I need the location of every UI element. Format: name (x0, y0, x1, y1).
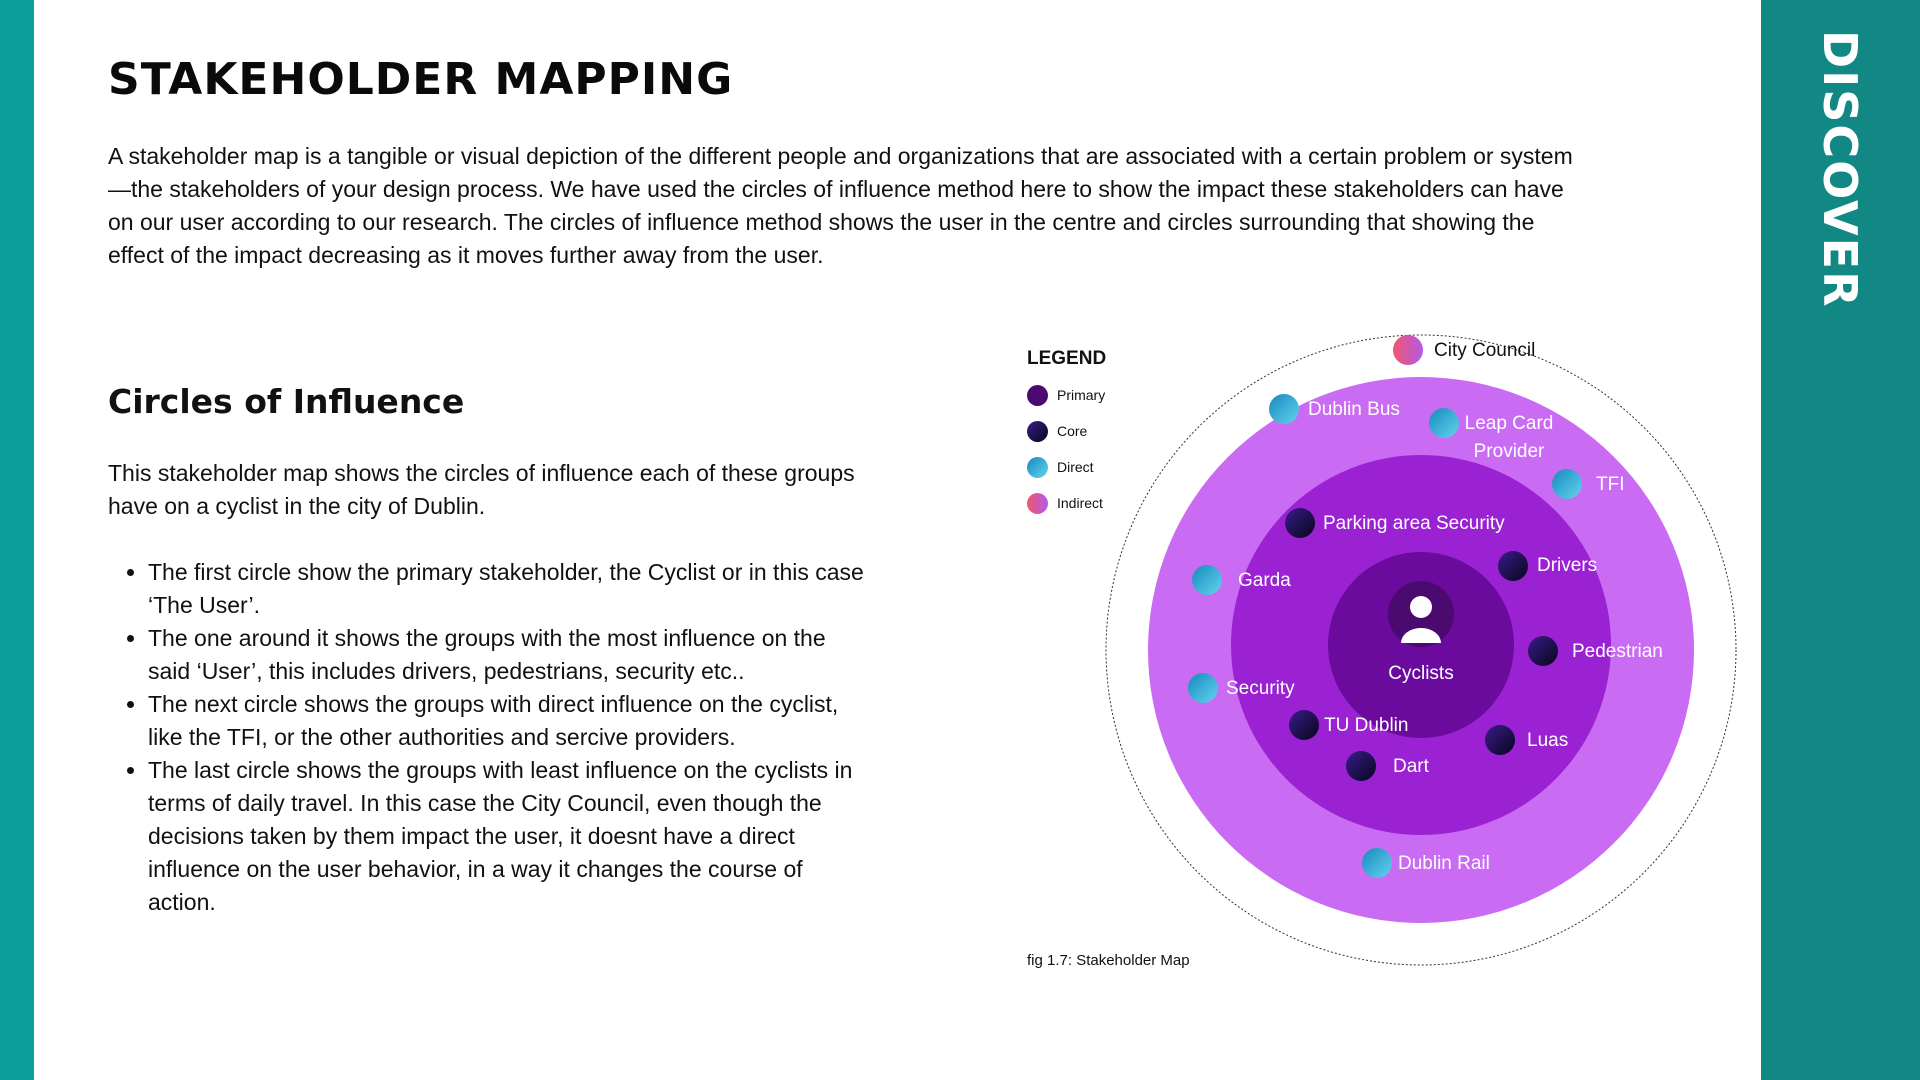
intro-paragraph: A stakeholder map is a tangible or visua… (108, 143, 1573, 268)
legend-dot-primary (1027, 384, 1048, 406)
legend-label: Primary (1057, 387, 1106, 403)
legend-dot-direct (1027, 456, 1048, 478)
legend-label: Core (1057, 423, 1088, 439)
bullet-item: The last circle shows the groups with le… (148, 754, 868, 919)
bullet-item: The next circle shows the groups with di… (148, 688, 868, 754)
stakeholder-garda: Garda (1192, 565, 1291, 595)
stakeholder-dublin-rail: Dublin Rail (1362, 848, 1490, 878)
figure-caption: fig 1.7: Stakeholder Map (1027, 952, 1190, 969)
stakeholder-dublin-bus: Dublin Bus (1269, 394, 1400, 424)
legend-label: Direct (1057, 459, 1094, 475)
stakeholder-dot-core (1285, 508, 1315, 538)
stakeholder-label: Dublin Bus (1308, 399, 1400, 420)
stakeholder-dot-direct (1269, 394, 1299, 424)
stakeholder-city-council: City Council (1393, 335, 1535, 365)
stakeholder-dot-core (1498, 551, 1528, 581)
stakeholder-tfi: TFI (1552, 469, 1625, 499)
stakeholder-dot-core (1346, 751, 1376, 781)
stakeholder-label: TU Dublin (1324, 715, 1408, 736)
section-subtitle: Circles of Influence (108, 382, 465, 421)
legend-item-core: Core (1027, 420, 1106, 442)
page-title: STAKEHOLDER MAPPING (108, 54, 734, 105)
stakeholder-label: Luas (1527, 730, 1568, 751)
bullet-item: The first circle show the primary stakeh… (148, 556, 868, 622)
bullet-list: The first circle show the primary stakeh… (148, 556, 868, 919)
legend-dot-indirect (1027, 492, 1048, 514)
section-side-panel (1761, 0, 1920, 1080)
legend-label: Indirect (1057, 495, 1103, 511)
section-label: DISCOVER (1813, 30, 1867, 309)
legend: LEGEND Primary Core Direct Indirect (1027, 348, 1106, 528)
stakeholder-dot-direct (1552, 469, 1582, 499)
stakeholder-dot-direct (1192, 565, 1222, 595)
stakeholder-label: Dublin Rail (1398, 853, 1490, 874)
stakeholder-label: Garda (1238, 570, 1291, 591)
stakeholder-dot-direct (1362, 848, 1392, 878)
stakeholder-dot-direct (1188, 673, 1218, 703)
stakeholder-dot-core (1289, 710, 1319, 740)
stakeholder-label: Dart (1393, 756, 1430, 777)
stakeholder-dot-core (1528, 636, 1558, 666)
stakeholder-drivers: Drivers (1498, 551, 1597, 581)
bullet-item: The one around it shows the groups with … (148, 622, 868, 688)
description-paragraph: This stakeholder map shows the circles o… (108, 460, 855, 519)
legend-item-primary: Primary (1027, 384, 1106, 406)
stakeholder-security: Security (1188, 673, 1295, 703)
stakeholder-label: TFI (1596, 474, 1625, 495)
stakeholder-dot-indirect (1393, 335, 1423, 365)
stakeholder-dart: Dart (1346, 751, 1430, 781)
stakeholder-label: Drivers (1537, 555, 1597, 576)
legend-title: LEGEND (1027, 348, 1107, 369)
legend-item-indirect: Indirect (1027, 492, 1106, 514)
stakeholder-dot-core (1485, 725, 1515, 755)
stakeholder-label: City Council (1434, 340, 1535, 361)
stakeholder-parking-area-security: Parking area Security (1285, 508, 1505, 538)
user-icon (1388, 581, 1454, 647)
stakeholder-pedestrian: Pedestrian (1528, 636, 1663, 666)
stakeholder-tu-dublin: TU Dublin (1289, 710, 1408, 740)
center-label: Cyclists (1388, 663, 1453, 684)
left-accent-bar (0, 0, 34, 1080)
stakeholder-dot-direct (1429, 408, 1459, 438)
stakeholder-label: Pedestrian (1572, 641, 1663, 662)
legend-dot-core (1027, 420, 1048, 442)
stakeholder-luas: Luas (1485, 725, 1568, 755)
legend-item-direct: Direct (1027, 456, 1106, 478)
stakeholder-label: Parking area Security (1323, 513, 1505, 534)
stakeholder-label: Security (1226, 678, 1295, 699)
